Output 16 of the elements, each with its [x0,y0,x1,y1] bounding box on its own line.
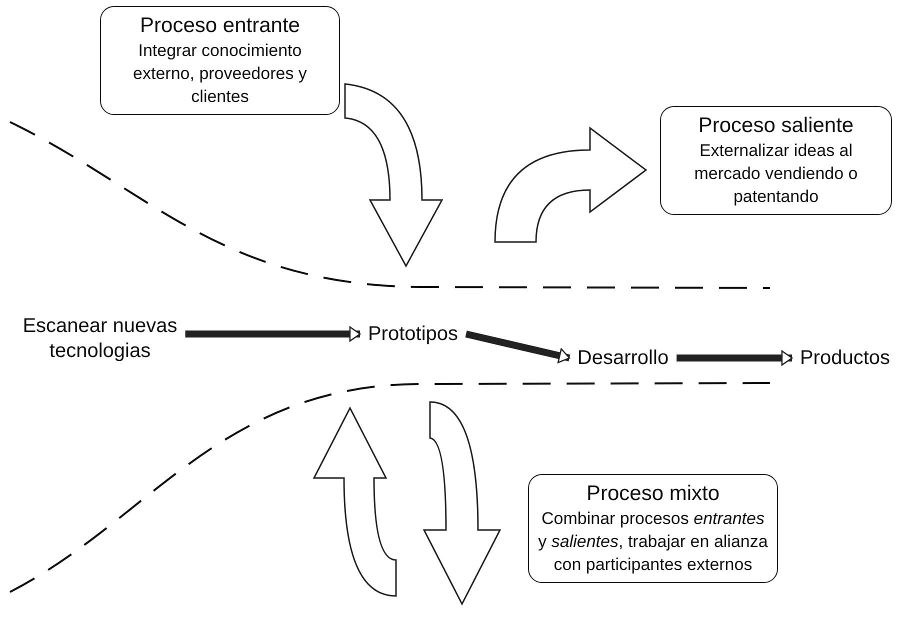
process-card [100,6,340,115]
stage-label: Prototipos [358,322,468,347]
arrow [185,326,361,342]
stage-label: Desarrollo [568,346,678,371]
stage-label: Productos [790,346,900,371]
card-heading: Proceso entrante [139,13,301,39]
card-description: Externalizar ideas al mercado vendiendo o patentando [693,140,859,208]
stage-label: Escanear nuevas tecnologias [0,314,200,364]
process-card [660,106,892,215]
card-description: Combinar procesos entrantes y salientes, trabajar en alianza con participantes externos [537,508,769,576]
process-card [528,474,778,583]
card-heading: Proceso saliente [697,113,855,139]
card-heading: Proceso mixto [585,481,721,507]
card-description: Integrar conocimiento externo, proveedores y clientes [132,40,308,108]
arrow [465,330,570,364]
arrow [676,350,793,366]
